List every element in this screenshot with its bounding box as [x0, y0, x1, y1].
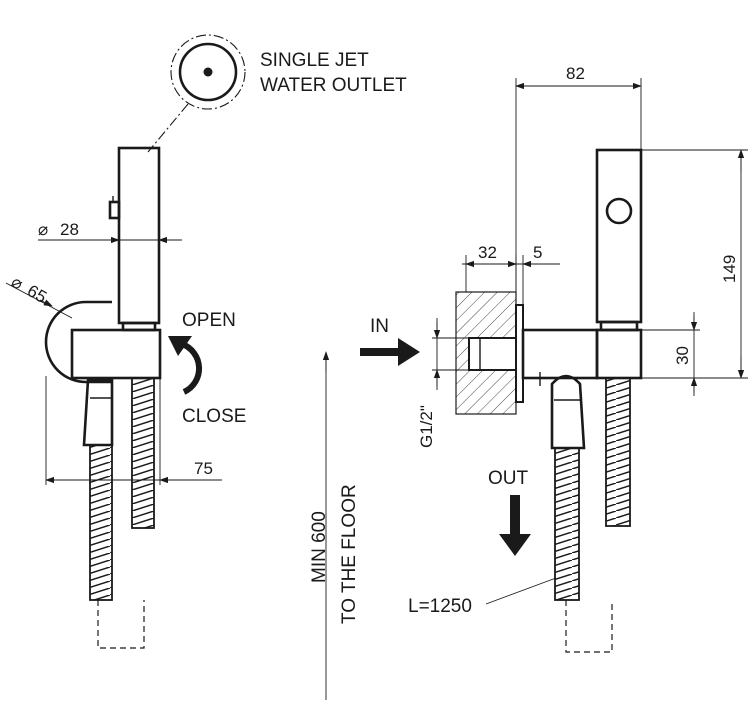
dimension-thread: [432, 318, 469, 390]
handshower-front: [595, 148, 643, 324]
dim-32-label: 32: [478, 243, 497, 262]
dimension-75: [45, 376, 222, 485]
dimension-30: [641, 312, 700, 396]
close-label: CLOSE: [182, 406, 246, 427]
outlet-detail: [147, 34, 246, 153]
outlet-label-line1: SINGLE JET: [260, 50, 369, 71]
dim-5-label: 5: [533, 243, 542, 262]
in-label: IN: [370, 316, 389, 337]
outlet-arrow: [499, 495, 531, 556]
hose-right: [554, 377, 631, 653]
dimension-65: [5, 282, 73, 319]
handle-rotation-arrow: [168, 336, 203, 395]
open-label: OPEN: [182, 310, 236, 331]
floor-label-line2: TO THE FLOOR: [339, 484, 360, 624]
hose-left: [89, 377, 155, 649]
dimension-82: [515, 78, 642, 292]
dim-75-label: 75: [194, 459, 213, 478]
valve-body: [521, 320, 643, 380]
inlet-arrow: [360, 338, 420, 366]
wall-bracket: [44, 300, 162, 384]
outlet-label-line2: WATER OUTLET: [260, 75, 407, 96]
dim-diameter-symbol-28: ⌀: [38, 220, 48, 239]
thread-label: G1/2": [417, 405, 436, 448]
dim-149-label: 149: [720, 255, 739, 283]
handshower-body: [108, 146, 161, 332]
front-view: MIN 600 TO THE FLOOR IN G1/2": [309, 64, 748, 700]
hose-length-leader: [485, 577, 557, 605]
hose-length-label: L=1250: [408, 596, 472, 617]
dim-28-label: 28: [60, 220, 79, 239]
floor-label-line1: MIN 600: [309, 511, 330, 583]
dim-30-label: 30: [673, 346, 692, 365]
hose-connector-right: [539, 372, 586, 450]
out-label: OUT: [488, 468, 529, 489]
inlet-pipe: [468, 337, 517, 371]
dim-82-label: 82: [566, 64, 585, 83]
hose-connector-left: [82, 378, 114, 447]
dim-diameter-symbol-65: ⌀: [8, 272, 26, 294]
